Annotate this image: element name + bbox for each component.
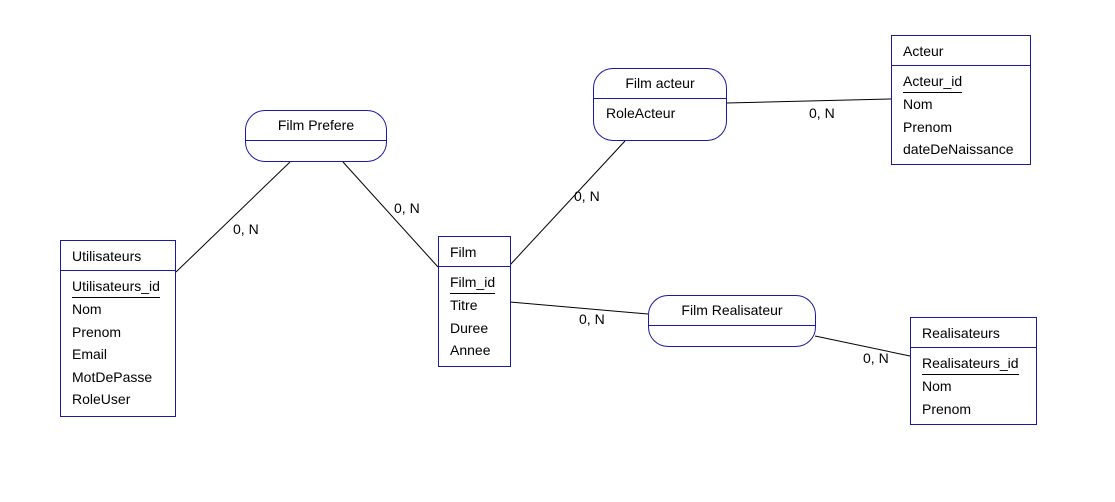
cardinality-film-film-realisateur: 0, N: [579, 311, 605, 327]
attribute: Prenom: [72, 323, 122, 340]
primary-key-attribute: Realisateurs_id: [922, 353, 1036, 375]
attribute: Duree: [450, 319, 489, 336]
association-film-prefere[interactable]: Film Prefere: [245, 110, 387, 162]
link-film-realisateur-realisateurs: [814, 335, 911, 357]
entity-title: Film: [439, 237, 510, 267]
association-attribute: RoleActeur: [606, 105, 676, 121]
attribute: Email: [72, 346, 108, 362]
entity-title: Acteur: [892, 36, 1030, 66]
link-film-acteur-acteur: [726, 98, 892, 104]
link-utilisateurs-film-prefere: [175, 161, 291, 273]
cardinality-realisateurs-film-realisateur: 0, N: [863, 350, 889, 366]
link-film-prefere-film: [342, 161, 439, 268]
entity-realisateurs[interactable]: Realisateurs Realisateurs_id Nom Prenom: [910, 317, 1037, 425]
association-film-realisateur[interactable]: Film Realisateur: [648, 295, 816, 347]
attribute: Nom: [922, 378, 952, 394]
cardinality-film-film-acteur: 0, N: [574, 188, 600, 204]
association-title: Film Prefere: [246, 111, 386, 141]
entity-title: Realisateurs: [911, 318, 1036, 348]
attribute: Prenom: [922, 400, 972, 417]
entity-utilisateurs[interactable]: Utilisateurs Utilisateurs_id Nom Prenom …: [60, 240, 176, 417]
attribute: Titre: [450, 297, 478, 313]
cardinality-acteur-film-acteur: 0, N: [809, 105, 835, 121]
primary-key-attribute: Acteur_id: [903, 71, 1030, 93]
entity-title: Utilisateurs: [61, 241, 175, 271]
attribute: Annee: [450, 342, 491, 358]
entity-film[interactable]: Film Film_id Titre Duree Annee: [438, 236, 511, 367]
cardinality-film-film-prefere: 0, N: [394, 200, 420, 216]
association-title: Film acteur: [594, 69, 726, 99]
cardinality-utilisateurs-film-prefere: 0, N: [233, 221, 259, 237]
association-film-acteur[interactable]: Film acteur RoleActeur: [593, 68, 727, 141]
link-film-film-acteur: [509, 140, 626, 266]
attribute: MotDePasse: [72, 368, 153, 385]
entity-acteur[interactable]: Acteur Acteur_id Nom Prenom dateDeNaissa…: [891, 35, 1031, 165]
attribute: dateDeNaissance: [903, 141, 1014, 157]
attribute: RoleUser: [72, 391, 131, 407]
association-title: Film Realisateur: [649, 296, 815, 326]
attribute: Nom: [72, 301, 102, 317]
attribute: Nom: [903, 96, 933, 112]
primary-key-attribute: Utilisateurs_id: [72, 276, 175, 298]
attribute: Prenom: [903, 118, 953, 135]
link-film-film-realisateur: [509, 301, 649, 315]
primary-key-attribute: Film_id: [450, 272, 510, 294]
